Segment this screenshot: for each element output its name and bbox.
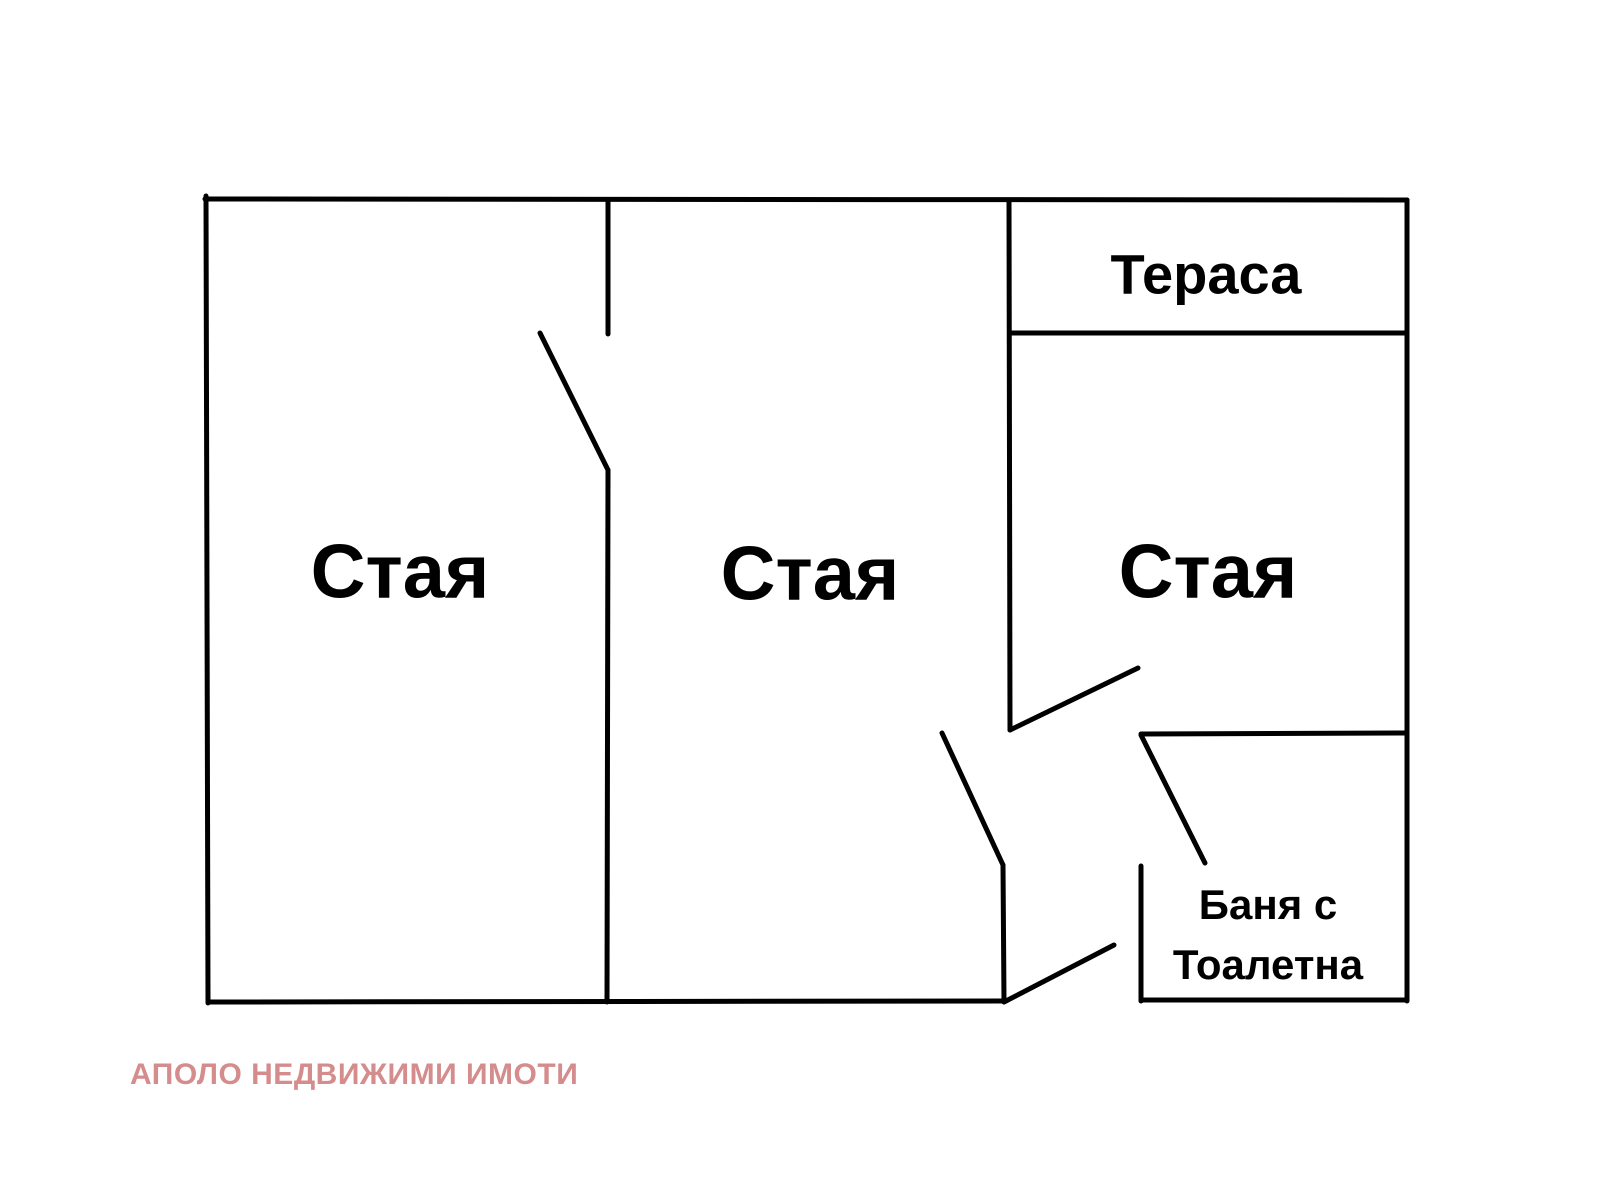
wall-bath-top [1138, 730, 1410, 737]
bathroom-label-line2: Тоалетна [1172, 941, 1364, 988]
wall-top-outer [202, 196, 1410, 203]
wall-wall2-lower [1000, 862, 1007, 1005]
wall-door4-leaf [1138, 732, 1208, 866]
wall-wall2 [1006, 197, 1013, 733]
room-label-1: Стая [310, 529, 490, 615]
room-label-2: Стая [720, 531, 900, 617]
room-label-3: Стая [1118, 529, 1298, 615]
wall-door-entrance [1001, 942, 1117, 1005]
agency-watermark: АПОЛО НЕДВИЖИМИ ИМОТИ [130, 1058, 579, 1091]
wall-door3-leaf [1007, 665, 1141, 733]
bathroom-label: Баня с Тоалетна [1173, 875, 1363, 995]
wall-left-outer [203, 193, 211, 1006]
terrace-label: Тераса [1110, 242, 1302, 306]
wall-wall1-bottom [604, 467, 611, 1005]
wall-door2-leaf [939, 730, 1006, 868]
bathroom-label-line1: Баня с [1198, 881, 1338, 928]
wall-door1-leaf [537, 330, 611, 473]
